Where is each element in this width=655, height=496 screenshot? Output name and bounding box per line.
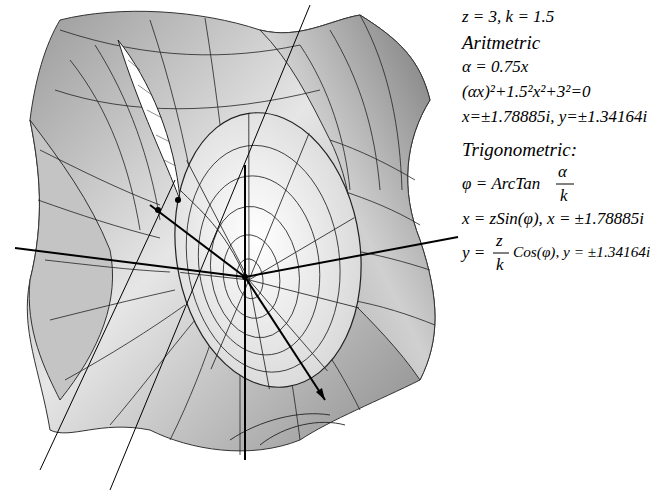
- numerator: α: [558, 163, 567, 182]
- section-title: Aritmetric: [462, 33, 540, 54]
- equation: Cos(φ), y = ±1.34164i: [513, 244, 650, 261]
- result: x=±1.78885i, y=±1.34164i: [462, 108, 647, 127]
- numerator: z: [496, 232, 503, 251]
- denominator: k: [560, 187, 568, 206]
- equation: x = zSin(φ), x = ±1.78885i: [462, 210, 644, 229]
- denominator: k: [496, 256, 504, 275]
- equation: α = 0.75x: [462, 58, 528, 77]
- heading-line: z = 3, k = 1.5: [462, 8, 554, 27]
- fraction-bar: [556, 184, 574, 185]
- fraction-bar: [493, 253, 509, 254]
- equation: y =: [462, 244, 485, 263]
- section-title: Trigonometric:: [462, 140, 577, 161]
- equation: φ = ArcTan: [462, 175, 540, 194]
- equation: (αx)²+1.5²x²+3²=0: [462, 83, 590, 102]
